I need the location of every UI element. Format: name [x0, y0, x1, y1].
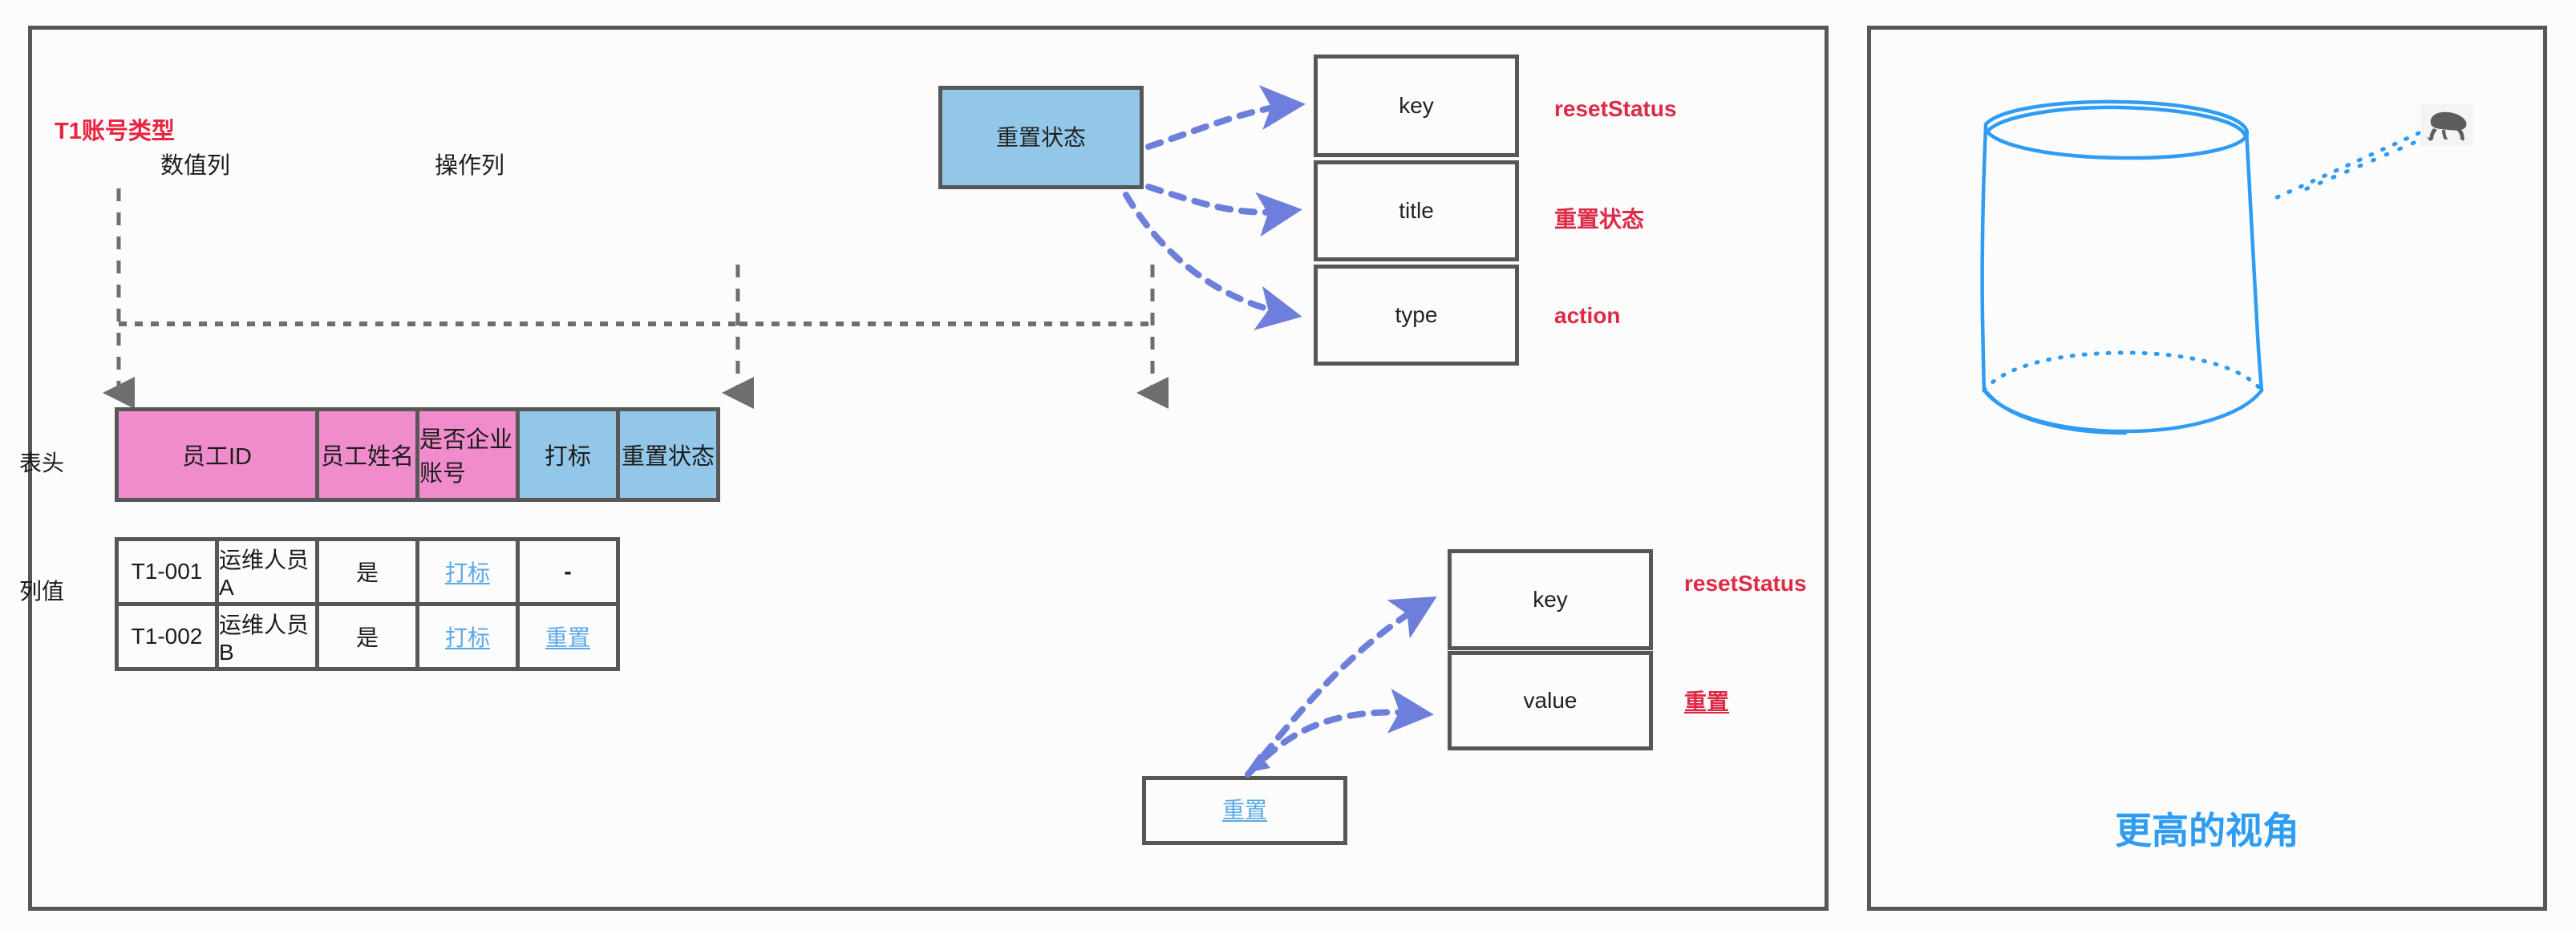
action-schema-source-box[interactable]: 重置: [1142, 776, 1347, 845]
reset-link[interactable]: 重置: [545, 625, 590, 650]
table-header-cell: 打标: [516, 407, 620, 502]
row-label-table-head: 表头: [19, 451, 65, 475]
reset-source-link[interactable]: 重置: [1221, 798, 1267, 823]
action-value-key: resetStatus: [1684, 571, 1807, 596]
table-cell-enterprise: 是: [315, 602, 419, 671]
row-label-column-values: 列值: [19, 579, 65, 604]
schema-field-type: type: [1314, 265, 1519, 366]
t1-account-type-annotation: T1账号类型: [55, 119, 175, 144]
table-body: T1-001 运维人员A 是 打标 - T1-002 运维人员B 是 打标 重置: [115, 537, 620, 671]
table-header-cell: 是否企业账号: [415, 407, 520, 502]
table-header-cell: 员工姓名: [315, 407, 419, 502]
group-label-value-columns: 数值列: [160, 153, 231, 179]
right-panel: [1867, 26, 2547, 911]
action-field-key: key: [1448, 549, 1653, 650]
higher-view-caption: 更高的视角: [2115, 810, 2299, 851]
schema-field-title: title: [1314, 160, 1519, 261]
schema-value-title: 重置状态: [1554, 207, 1645, 232]
table-row: T1-002 运维人员B 是 打标 重置: [115, 602, 620, 671]
table-cell-tag-action: 打标: [415, 602, 520, 671]
tag-link[interactable]: 打标: [444, 560, 490, 585]
schema-field-key: key: [1314, 55, 1519, 157]
table-header-row: 员工ID 员工姓名 是否企业账号 打标 重置状态: [115, 407, 720, 502]
table-cell-employee-name: 运维人员B: [215, 602, 319, 671]
table-row: T1-001 运维人员A 是 打标 -: [115, 537, 620, 606]
schema-value-key: resetStatus: [1554, 96, 1677, 121]
table-cell-employee-id: T1-001: [115, 537, 219, 606]
table-cell-enterprise: 是: [315, 537, 419, 606]
table-cell-reset-status: 重置: [516, 602, 620, 671]
table-cell-employee-id: T1-002: [115, 602, 219, 671]
group-label-operation-columns: 操作列: [435, 153, 505, 179]
tag-link[interactable]: 打标: [444, 625, 490, 650]
schema-value-type: action: [1554, 303, 1621, 328]
empty-value: -: [564, 559, 572, 584]
table-cell-reset-status: -: [516, 537, 620, 606]
table-header-cell: 重置状态: [616, 407, 720, 502]
table-header-cell: 员工ID: [115, 407, 319, 502]
action-field-value: value: [1448, 651, 1653, 750]
action-value-value: 重置: [1684, 689, 1730, 714]
column-schema-source-box[interactable]: 重置状态: [938, 86, 1144, 189]
table-cell-employee-name: 运维人员A: [215, 537, 319, 606]
table-cell-tag-action: 打标: [415, 537, 520, 606]
frog-icon: [2420, 104, 2473, 146]
